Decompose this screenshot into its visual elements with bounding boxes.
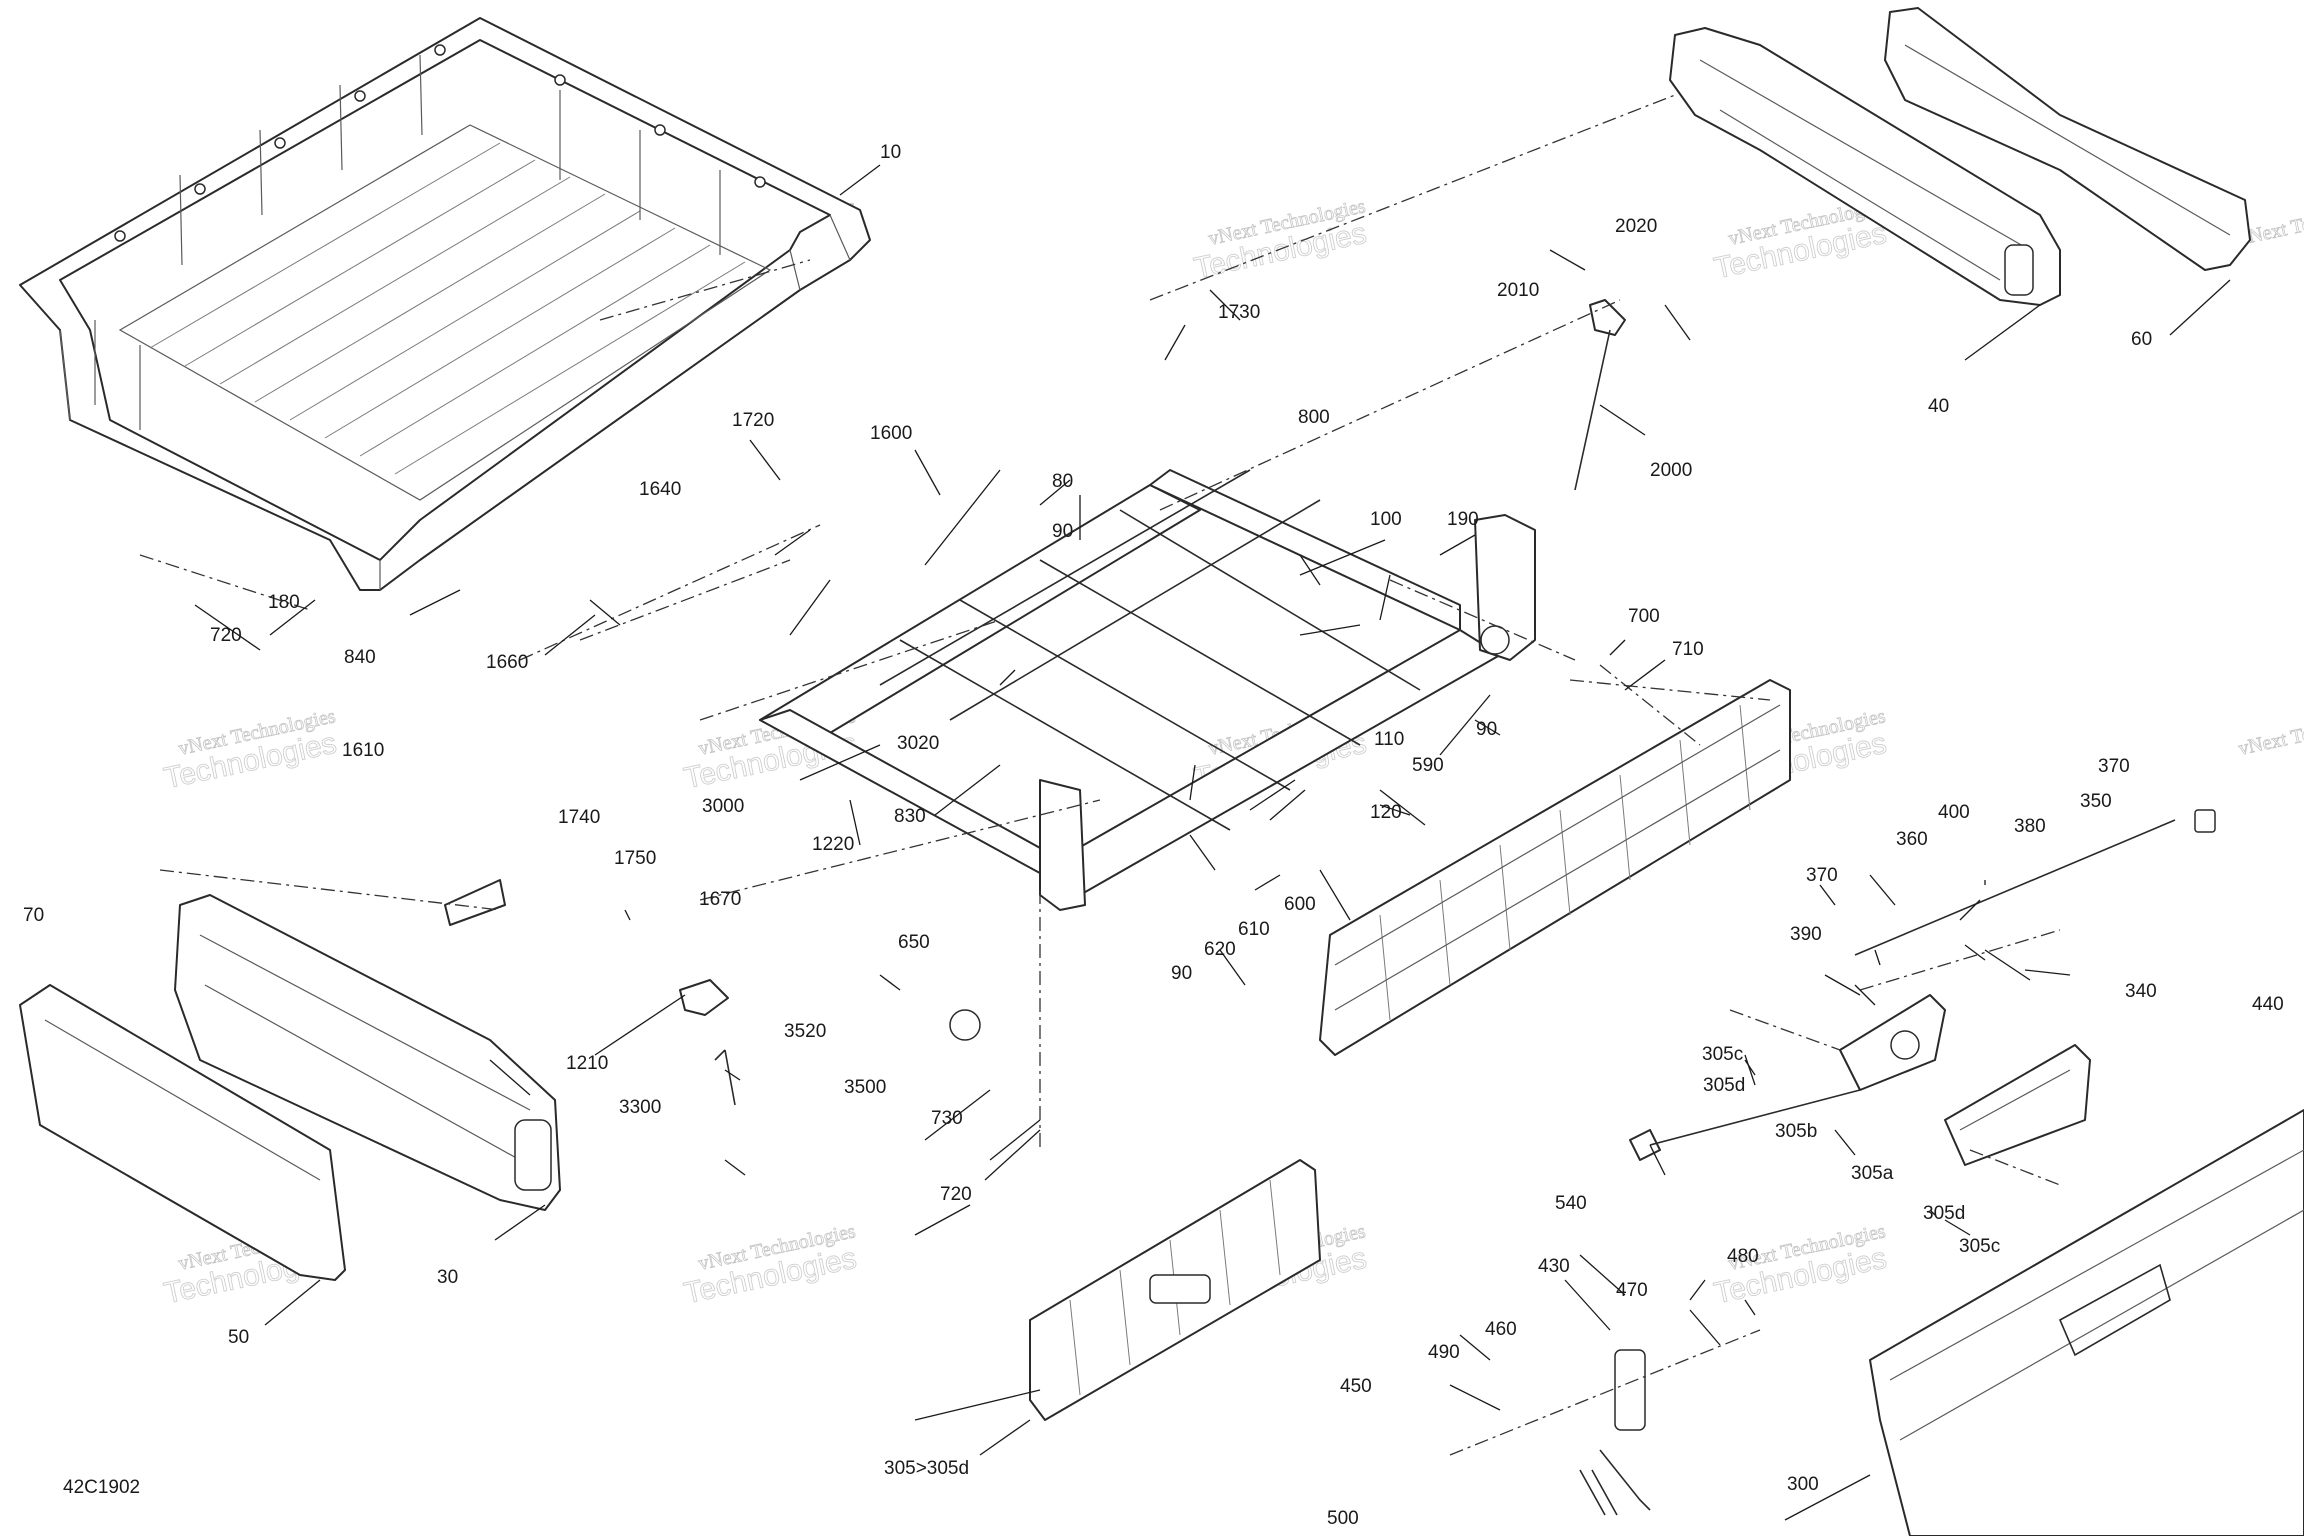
callout-180: 180 <box>268 592 300 613</box>
callout-380: 380 <box>2014 816 2046 837</box>
callout-305b: 305b <box>1775 1121 1817 1142</box>
callout-390: 390 <box>1790 924 1822 945</box>
callout-1750: 1750 <box>614 848 656 869</box>
callout-10: 10 <box>880 142 901 163</box>
callout-120: 120 <box>1370 802 1402 823</box>
callout-450: 450 <box>1340 1376 1372 1397</box>
callout-190: 190 <box>1447 509 1479 530</box>
callout-430: 430 <box>1538 1256 1570 1277</box>
callout-360: 360 <box>1896 829 1928 850</box>
misc-small-parts <box>444 299 2216 1516</box>
callout-2000: 2000 <box>1650 460 1692 481</box>
svg-text:vNext Technologies: vNext Technologies <box>2236 705 2304 760</box>
callout-100: 100 <box>1370 509 1402 530</box>
cargo-box-part <box>19 17 871 591</box>
callout-70: 70 <box>23 905 44 926</box>
latch-305b <box>1839 994 1946 1091</box>
callout-490: 490 <box>1428 1342 1460 1363</box>
callout-1210: 1210 <box>566 1053 608 1074</box>
callout-370-a: 370 <box>2098 756 2130 777</box>
callout-50: 50 <box>228 1327 249 1348</box>
right-side-panel-40 <box>1669 27 2061 306</box>
callout-400: 400 <box>1938 802 1970 823</box>
callout-720-a: 720 <box>210 625 242 646</box>
callout-830: 830 <box>894 806 926 827</box>
callout-470: 470 <box>1616 1280 1648 1301</box>
callout-370-b: 370 <box>1806 865 1838 886</box>
callout-305c-a: 305c <box>1702 1044 1743 1065</box>
callout-720-b: 720 <box>940 1184 972 1205</box>
callout-840: 840 <box>344 647 376 668</box>
callout-540: 540 <box>1555 1193 1587 1214</box>
callout-1730: 1730 <box>1218 302 1260 323</box>
callout-3020: 3020 <box>897 733 939 754</box>
callout-90-c: 90 <box>1171 963 1192 984</box>
assembly-lines <box>139 94 2061 1456</box>
tailgate-305 <box>1029 1159 1321 1421</box>
tailgate-inner-710 <box>1319 679 1791 1056</box>
callout-610: 610 <box>1238 919 1270 940</box>
callout-1220: 1220 <box>812 834 854 855</box>
callout-60: 60 <box>2131 329 2152 350</box>
callout-1740: 1740 <box>558 807 600 828</box>
left-side-panel-30 <box>174 894 561 1211</box>
callout-2010: 2010 <box>1497 280 1539 301</box>
callout-480: 480 <box>1727 1246 1759 1267</box>
callout-340: 340 <box>2125 981 2157 1002</box>
callout-730: 730 <box>931 1108 963 1129</box>
callout-500: 500 <box>1327 1508 1359 1529</box>
callout-305a: 305a <box>1851 1163 1894 1184</box>
callout-2020: 2020 <box>1615 216 1657 237</box>
callout-440: 440 <box>2252 994 2284 1015</box>
callout-110: 110 <box>1374 729 1404 750</box>
callout-90-b: 90 <box>1476 719 1497 740</box>
right-side-panel-60 <box>1884 7 2251 271</box>
callout-600: 600 <box>1284 894 1316 915</box>
callout-1610: 1610 <box>342 740 384 761</box>
callout-90-a: 90 <box>1052 521 1073 542</box>
callout-3000: 3000 <box>702 796 744 817</box>
callout-1640: 1640 <box>639 479 681 500</box>
callout-650: 650 <box>898 932 930 953</box>
diagram-code: 42C1902 <box>63 1477 140 1498</box>
callout-1600: 1600 <box>870 423 912 444</box>
callout-710: 710 <box>1672 639 1704 660</box>
callout-3520: 3520 <box>784 1021 826 1042</box>
callout-1660: 1660 <box>486 652 528 673</box>
leader-lines <box>194 164 2231 1521</box>
callout-350: 350 <box>2080 791 2112 812</box>
callout-300: 300 <box>1787 1474 1819 1495</box>
callout-1670: 1670 <box>699 889 741 910</box>
callout-30: 30 <box>437 1267 458 1288</box>
callout-620: 620 <box>1204 939 1236 960</box>
callout-305d-a: 305d <box>1703 1075 1745 1096</box>
callout-460: 460 <box>1485 1319 1517 1340</box>
callout-labels: 10 30 40 50 60 70 80 90 90 90 100 110 12… <box>23 142 2284 1529</box>
tailgate-outer-300 <box>1869 1109 2304 1536</box>
callout-1720: 1720 <box>732 410 774 431</box>
callout-305-305d: 305>305d <box>884 1458 969 1479</box>
callout-305c-b: 305c <box>1959 1236 2000 1257</box>
callout-3500: 3500 <box>844 1077 886 1098</box>
callout-80: 80 <box>1052 471 1073 492</box>
callout-590: 590 <box>1412 755 1444 776</box>
latch-housing-440 <box>1944 1044 2091 1166</box>
left-side-panel-50 <box>19 984 346 1281</box>
callout-305d-b: 305d <box>1923 1203 1965 1224</box>
cargo-frame-part <box>759 469 1536 911</box>
callout-700: 700 <box>1628 606 1660 627</box>
callout-800: 800 <box>1298 407 1330 428</box>
callout-40: 40 <box>1928 396 1949 417</box>
callout-3300: 3300 <box>619 1097 661 1118</box>
